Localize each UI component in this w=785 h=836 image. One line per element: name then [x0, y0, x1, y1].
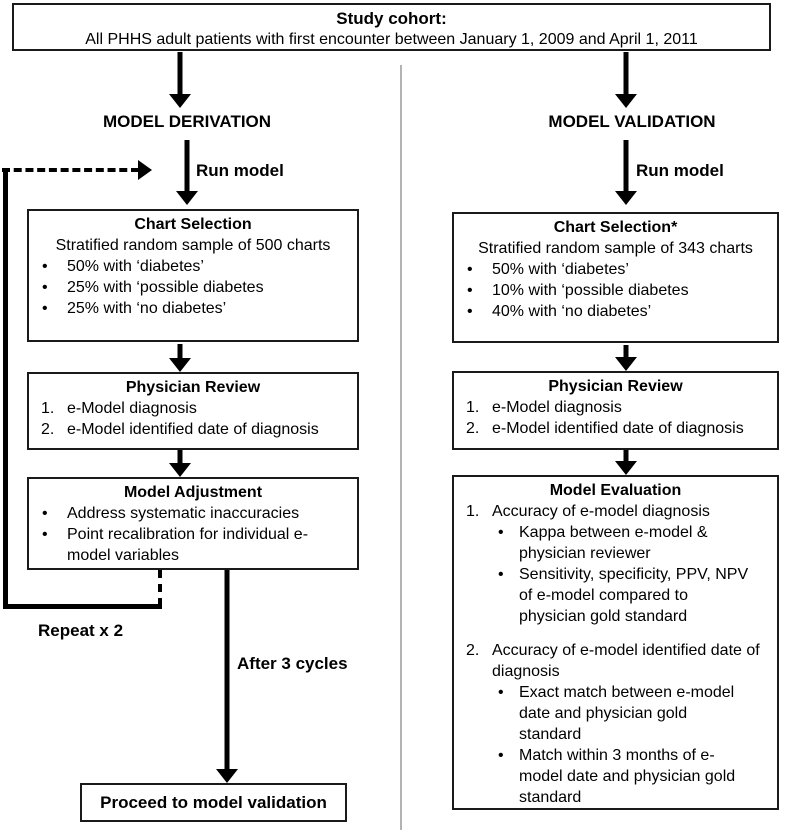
item-number: 1. [466, 503, 480, 520]
arrow-down-icon [615, 191, 637, 205]
box-title: Model Evaluation [549, 482, 682, 499]
validation-heading: MODEL VALIDATION [548, 112, 716, 131]
item-text: Accuracy of e-model identified date of d… [492, 642, 760, 680]
numbered-item: 2. e-Model identified date of diagnosis [29, 419, 357, 440]
list-item: Exact match between e-model date and phy… [454, 682, 777, 745]
arrow-stem [623, 345, 629, 359]
arrow-down-icon [169, 463, 191, 477]
item-number: 2. [466, 642, 480, 659]
chart-selection-bullets: 50% with ‘diabetes’25% with ‘possible di… [29, 256, 357, 319]
run-model-label-derivation: Run model [196, 161, 284, 180]
item-text: e-Model identified date of diagnosis [492, 420, 744, 437]
proceed-box: Proceed to model validation [80, 783, 347, 822]
proceed-label: Proceed to model validation [100, 793, 327, 812]
item-number: 2. [41, 421, 55, 438]
chart-selection-box-validation: Chart Selection* Stratified random sampl… [452, 212, 779, 343]
box-title: Physician Review [548, 378, 683, 395]
arrow-cohort-to-derivation [169, 52, 191, 108]
box-subtitle: Stratified random sample of 343 charts [478, 240, 753, 257]
arrow-run-model-derivation [176, 140, 198, 205]
arrow-down-icon [169, 358, 191, 372]
box-subtitle: Stratified random sample of 500 charts [55, 237, 331, 254]
arrow-run-model-validation [615, 140, 637, 205]
model-evaluation-box: Model Evaluation 1. Accuracy of e-model … [452, 475, 779, 810]
repeat-loop-vertical-line [3, 168, 8, 609]
arrow-chartsel-to-review-derivation [169, 344, 191, 372]
list-item: 10% with ‘possible diabetes [454, 280, 777, 301]
list-item: Kappa between e-model & physician review… [454, 522, 777, 564]
after-cycles-label: After 3 cycles [237, 654, 348, 673]
numbered-item: 1. e-Model diagnosis [454, 397, 777, 418]
numbered-item: 1. e-Model diagnosis [29, 398, 357, 419]
arrow-stem [184, 140, 190, 193]
repeat-loop-horizontal-line [3, 604, 162, 609]
arrow-stem [623, 450, 629, 463]
list-item: 40% with ‘no diabetes’ [454, 301, 777, 322]
box-title: Physician Review [125, 379, 261, 396]
arrow-chartsel-to-review-validation [615, 345, 637, 371]
column-divider [400, 65, 402, 830]
model-adjustment-box: Model Adjustment Address systematic inac… [27, 477, 359, 570]
box-title: Model Adjustment [123, 484, 263, 501]
repeat-loop-dashed-arrow [2, 159, 152, 181]
list-item: Address systematic inaccuracies [29, 503, 357, 524]
study-cohort-box: Study cohort: All PHHS adult patients wi… [12, 3, 771, 51]
evaluation-item1-bullets: Kappa between e-model & physician review… [454, 522, 777, 627]
arrow-down-icon [176, 191, 198, 205]
list-item: 25% with ‘no diabetes’ [29, 298, 357, 319]
arrow-stem [177, 344, 183, 360]
list-item: Point recalibration for individual e-mod… [29, 524, 357, 566]
item-number: 1. [41, 400, 55, 417]
arrow-stem [224, 570, 230, 771]
arrow-review-to-adjustment [169, 450, 191, 477]
spacer [454, 627, 777, 640]
evaluation-item2-bullets: Exact match between e-model date and phy… [454, 682, 777, 808]
repeat-loop-dashed-segment [158, 570, 162, 606]
item-number: 2. [466, 420, 480, 437]
list-item: 25% with ‘possible diabetes [29, 277, 357, 298]
arrow-stem [177, 52, 183, 96]
derivation-heading: MODEL DERIVATION [102, 112, 272, 131]
chart-selection-box-derivation: Chart Selection Stratified random sample… [27, 209, 359, 342]
item-text: e-Model diagnosis [492, 399, 622, 416]
arrow-stem [623, 52, 629, 96]
item-number: 1. [466, 399, 480, 416]
arrow-adjustment-to-proceed [216, 570, 238, 783]
physician-review-box-derivation: Physician Review 1. e-Model diagnosis 2.… [27, 372, 359, 450]
study-cohort-title: Study cohort: [336, 9, 447, 28]
study-cohort-subtitle: All PHHS adult patients with first encou… [85, 31, 698, 48]
numbered-item: 2. e-Model identified date of diagnosis [454, 418, 777, 439]
list-item: Sensitivity, specificity, PPV, NPV of e-… [454, 564, 777, 627]
arrow-right-icon [138, 160, 152, 180]
run-model-label-validation: Run model [636, 161, 724, 180]
numbered-item: 1. Accuracy of e-model diagnosis [454, 501, 777, 522]
arrow-down-icon [615, 357, 637, 371]
chart-selection-bullets: 50% with ‘diabetes’10% with ‘possible di… [454, 259, 777, 322]
box-title: Chart Selection [134, 216, 252, 233]
arrow-review-to-evaluation [615, 450, 637, 475]
item-text: Accuracy of e-model diagnosis [492, 503, 710, 520]
arrow-down-icon [615, 461, 637, 475]
list-item: 50% with ‘diabetes’ [29, 256, 357, 277]
arrow-cohort-to-validation [615, 52, 637, 108]
item-text: e-Model identified date of diagnosis [67, 421, 319, 438]
item-text: e-Model diagnosis [67, 400, 197, 417]
arrow-stem [623, 140, 629, 193]
model-adjustment-bullets: Address systematic inaccuraciesPoint rec… [29, 503, 357, 566]
dashed-arrow-stem [2, 168, 139, 172]
physician-review-box-validation: Physician Review 1. e-Model diagnosis 2.… [452, 371, 779, 450]
list-item: Match within 3 months of e-model date an… [454, 745, 777, 808]
arrow-down-icon [169, 94, 191, 108]
repeat-label: Repeat x 2 [38, 621, 124, 640]
box-title: Chart Selection* [553, 219, 678, 236]
numbered-item: 2. Accuracy of e-model identified date o… [454, 640, 777, 682]
list-item: 50% with ‘diabetes’ [454, 259, 777, 280]
arrow-stem [177, 450, 183, 465]
arrow-down-icon [615, 94, 637, 108]
arrow-down-icon [216, 769, 238, 783]
